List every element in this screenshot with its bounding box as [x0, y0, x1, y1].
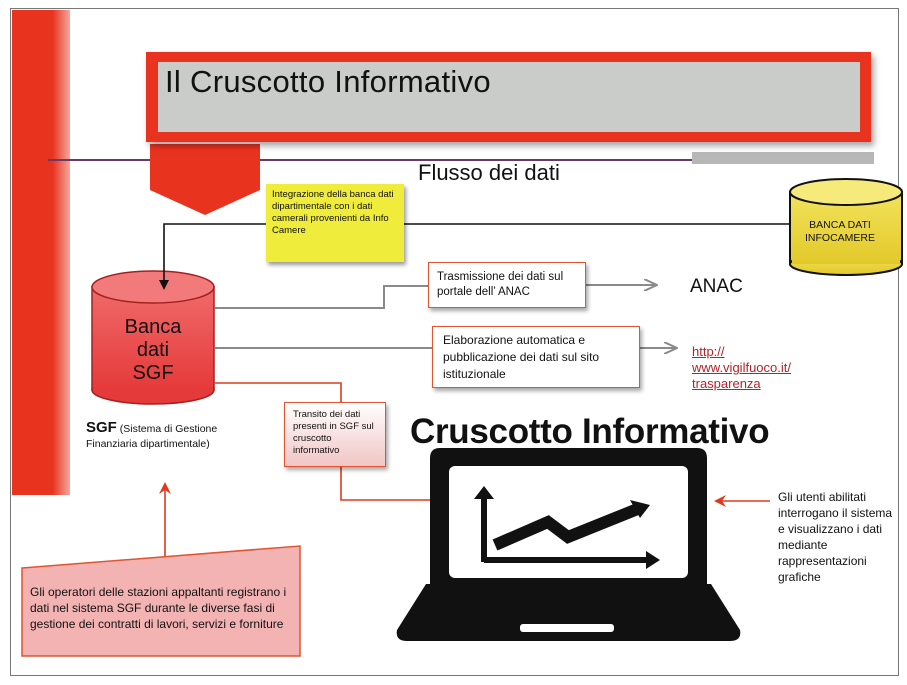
title-banner-inner: [158, 62, 860, 132]
slide-title: Il Cruscotto Informativo: [165, 64, 491, 99]
banca-dati-infocamere-label: BANCA DATI INFOCAMERE: [804, 219, 875, 244]
trasmissione-box: Trasmissione dei dati sul portale dell’ …: [428, 262, 586, 308]
elaborazione-box: Elaborazione automatica e pubblicazione …: [432, 326, 640, 388]
header-gray-bar: [692, 152, 874, 164]
cruscotto-title: Cruscotto Informativo: [410, 412, 770, 451]
utenti-text: Gli utenti abilitati interrogano il sist…: [778, 490, 893, 584]
sgf-desc-text: (Sistema di Gestione Finanziaria diparti…: [86, 423, 218, 450]
operatori-text: Gli operatori delle stazioni appaltanti …: [30, 585, 287, 631]
integrazione-box: Integrazione della banca dati dipartimen…: [266, 184, 404, 262]
sgf-bold: SGF: [86, 419, 117, 436]
infocamere-to-sgf-arrow: [159, 223, 790, 290]
database-cylinder-icon: [789, 178, 903, 276]
database-cylinder-icon: [91, 270, 215, 405]
title-chevron: [150, 144, 260, 215]
slide-frame: [10, 8, 899, 676]
trasparenza-link[interactable]: http:// www.vigilfuoco.it/ trasparenza: [692, 344, 791, 392]
banca-dati-sgf-label: Banca dati SGF: [124, 316, 182, 384]
laptop-chart-icon: [396, 448, 741, 641]
flow-title: Flusso dei dati: [418, 160, 560, 185]
red-sidebar: [12, 10, 70, 495]
url-line-3: trasparenza: [692, 376, 761, 391]
url-line-2: www.vigilfuoco.it/: [692, 360, 791, 375]
transito-box: Transito dei dati presenti in SGF sul cr…: [284, 402, 386, 467]
sgf-to-trasmissione-line: [215, 285, 428, 309]
url-line-1: http://: [692, 344, 725, 359]
anac-label: ANAC: [690, 276, 743, 297]
sgf-description: SGF (Sistema di Gestione Finanziaria dip…: [86, 420, 266, 452]
